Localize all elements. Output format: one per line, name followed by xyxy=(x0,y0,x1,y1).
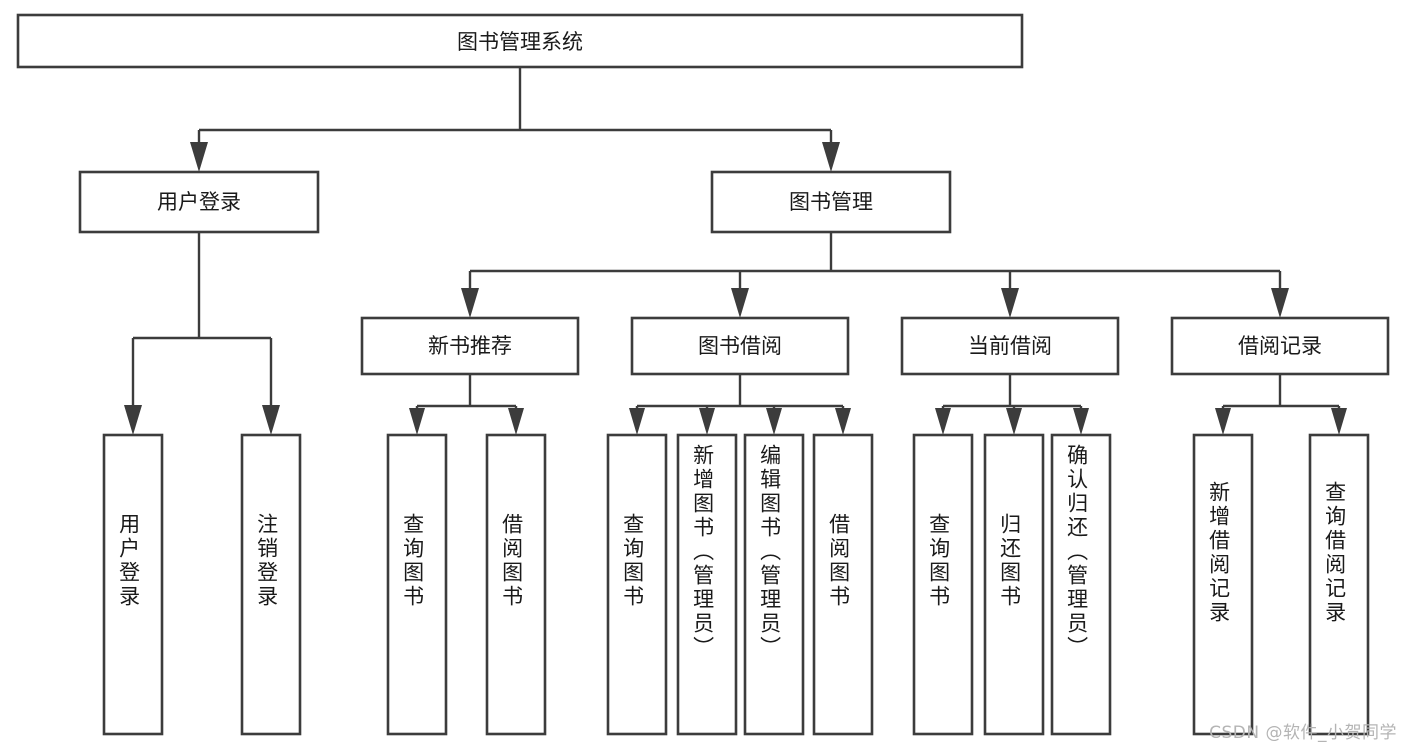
node-new-book-recommend[interactable]: 新书推荐 xyxy=(360,316,580,376)
leaf-query-book-3-box[interactable] xyxy=(912,433,974,736)
node-user-login-label: 用户登录 xyxy=(157,190,241,214)
arrow-head-current-borrow xyxy=(1001,288,1019,318)
node-user-login[interactable]: 用户登录 xyxy=(78,170,320,234)
arrow-head-leaf-logout xyxy=(262,405,280,435)
arrow-head-leaf-query-book-3 xyxy=(935,408,951,435)
leaf-query-book-1-box[interactable] xyxy=(386,433,448,736)
node-root-label: 图书管理系统 xyxy=(457,30,583,54)
leaf-edit-book-box[interactable] xyxy=(743,433,805,736)
arrow-head-user-login xyxy=(190,142,208,172)
arrow-head-leaf-return-book xyxy=(1006,408,1022,435)
arrow-head-new-book-recommend xyxy=(461,288,479,318)
leaf-borrow-book-1-box[interactable] xyxy=(485,433,547,736)
arrow-head-borrow-record xyxy=(1271,288,1289,318)
arrow-head-leaf-add-borrow-record xyxy=(1215,408,1231,435)
node-root-box xyxy=(16,13,1024,69)
arrow-head-leaf-edit-book xyxy=(766,408,782,435)
arrow-head-leaf-query-book-2 xyxy=(629,408,645,435)
arrow-head-leaf-query-borrow-record xyxy=(1331,408,1347,435)
node-borrow-record-label: 借阅记录 xyxy=(1238,334,1322,358)
arrow-head-leaf-borrow-book-2 xyxy=(835,408,851,435)
leaf-confirm-return-box[interactable] xyxy=(1050,433,1112,736)
arrow-head-leaf-query-book-1 xyxy=(409,408,425,435)
csdn-watermark: CSDN @软件_小贺同学 xyxy=(1209,723,1397,743)
leaf-return-book-box[interactable] xyxy=(983,433,1045,736)
node-book-management-label: 图书管理 xyxy=(789,190,873,214)
arrow-head-leaf-borrow-book-1 xyxy=(508,408,524,435)
leaf-add-borrow-record-box[interactable] xyxy=(1192,433,1254,736)
arrow-head-book-borrow xyxy=(731,288,749,318)
node-book-management-box xyxy=(710,170,952,234)
node-book-management[interactable]: 图书管理 xyxy=(710,170,952,234)
node-borrow-record-box xyxy=(1170,316,1390,376)
node-current-borrow-label: 当前借阅 xyxy=(968,334,1052,358)
node-current-borrow-box xyxy=(900,316,1120,376)
leaf-logout-box[interactable] xyxy=(240,433,302,736)
connector-group xyxy=(124,67,1347,435)
arrow-head-leaf-user-login xyxy=(124,405,142,435)
arrow-head-book-management xyxy=(822,142,840,172)
node-book-borrow-box xyxy=(630,316,850,376)
node-book-borrow[interactable]: 图书借阅 xyxy=(630,316,850,376)
leaf-query-book-2-box[interactable] xyxy=(606,433,668,736)
node-user-login-box xyxy=(78,170,320,234)
node-borrow-record[interactable]: 借阅记录 xyxy=(1170,316,1390,376)
node-current-borrow[interactable]: 当前借阅 xyxy=(900,316,1120,376)
leaf-query-borrow-record-box[interactable] xyxy=(1308,433,1370,736)
arrow-head-leaf-add-book xyxy=(699,408,715,435)
leaf-user-login-box[interactable] xyxy=(102,433,164,736)
node-book-borrow-label: 图书借阅 xyxy=(698,334,782,358)
node-root[interactable]: 图书管理系统 xyxy=(16,13,1024,69)
leaf-add-book-box[interactable] xyxy=(676,433,738,736)
leaf-box-group xyxy=(102,433,1370,736)
node-new-book-recommend-box xyxy=(360,316,580,376)
leaf-borrow-book-2-box[interactable] xyxy=(812,433,874,736)
node-new-book-recommend-label: 新书推荐 xyxy=(428,334,512,358)
arrow-head-leaf-confirm-return xyxy=(1073,408,1089,435)
